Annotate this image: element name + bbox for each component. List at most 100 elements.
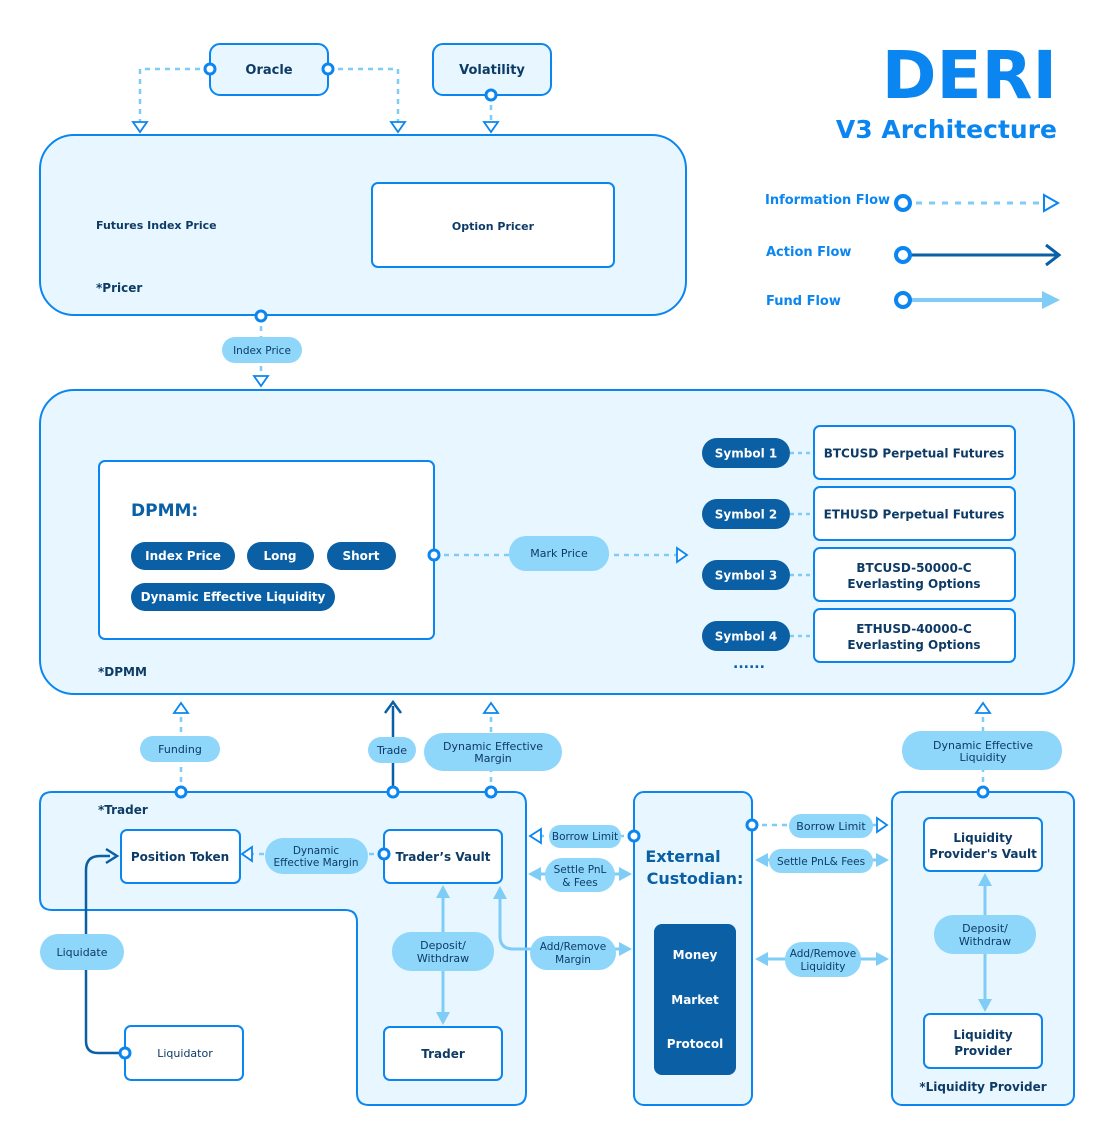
symbol-name-label: BTCUSD-50000-C <box>856 561 971 575</box>
money-market-label-2: Market <box>671 993 719 1007</box>
volatility-dot <box>484 88 498 102</box>
lp-deposit-pill <box>934 915 1036 954</box>
symbol-card <box>813 425 1016 480</box>
index-price-pill <box>222 337 302 363</box>
index-price-flow-label: Index Price <box>233 345 291 357</box>
option-pricer-label: Option Pricer <box>452 220 535 233</box>
symbol-tag-pill <box>702 438 790 468</box>
pricer-section-label: *Pricer <box>96 281 142 295</box>
trader-deposit-label-1: Deposit/ <box>420 939 466 952</box>
inner-dem-dot <box>377 847 391 861</box>
add-remove-liquidity-arrow-right <box>876 952 889 966</box>
volatility-arrowhead <box>482 121 500 134</box>
liquidate-pill <box>40 934 124 970</box>
brand-subtitle: V3 Architecture <box>836 115 1057 144</box>
inner-dem-pill <box>265 838 368 874</box>
more-symbols-ellipsis: ...... <box>733 656 765 672</box>
symbol-tag-label: Symbol 4 <box>715 630 777 644</box>
settle-right-label: Settle PnL& Fees <box>777 856 865 868</box>
futures-index-price-label: Futures Index Price <box>96 219 217 232</box>
symbol-tag-pill <box>702 560 790 590</box>
lp-deposit-arrow-down <box>978 999 992 1012</box>
settle-left-pill <box>545 858 615 892</box>
lp-deposit-arrow-up <box>978 873 992 886</box>
symbol-tag-label: Symbol 2 <box>715 508 777 522</box>
trade-flow-label: Trade <box>376 744 407 757</box>
dpmm-pill-long-label: Long <box>263 549 296 563</box>
borrow-limit-right-pill <box>789 814 873 838</box>
add-remove-margin-arrow-right <box>619 942 632 956</box>
settle-right-pill <box>769 849 873 873</box>
inner-dem-label-1: Dynamic <box>293 845 340 857</box>
symbol-name-label: Everlasting Options <box>847 638 980 652</box>
trade-arrowhead <box>383 699 403 714</box>
option-pricer-box <box>371 182 615 268</box>
add-remove-margin-label-1: Add/Remove <box>540 941 606 953</box>
lp-vault-label-2: Provider's Vault <box>929 847 1037 861</box>
dpmm-pill-index-price-label: Index Price <box>145 549 221 563</box>
funding-arrowhead <box>172 701 190 714</box>
funding-dot <box>174 785 188 799</box>
symbol-tag-label: Symbol 3 <box>715 569 777 583</box>
mark-price-arrowhead <box>676 546 689 564</box>
legend-fund-dot <box>894 291 912 309</box>
lp-section-label: *Liquidity Provider <box>919 1080 1046 1094</box>
legend-info-dot <box>894 194 912 212</box>
borrow-limit-right-arrowhead <box>876 816 889 834</box>
liquidate-dot <box>118 1046 132 1060</box>
trader-deposit-pill <box>392 932 494 971</box>
borrow-limit-left-dot <box>627 829 641 843</box>
del-arrowhead <box>974 701 992 714</box>
oracle-label: Oracle <box>245 63 292 78</box>
lp-vault-box <box>923 817 1043 872</box>
position-token-label: Position Token <box>131 850 229 864</box>
add-remove-liquidity-label-2: Liquidity <box>801 961 846 973</box>
dpmm-pill-dynamic-effective-liquidity <box>131 583 335 611</box>
add-remove-liquidity-arrow-left <box>755 952 768 966</box>
dem-flow-label-2: Margin <box>474 752 512 765</box>
symbol-name-label: ETHUSD Perpetual Futures <box>824 508 1005 522</box>
symbol-card <box>813 608 1016 663</box>
dpmm-pill-long <box>247 542 314 570</box>
funding-pill <box>140 736 220 762</box>
del-dot <box>976 785 990 799</box>
brand-title: DERI <box>882 37 1057 114</box>
mark-price-dot <box>427 548 441 562</box>
symbol-tag-pill <box>702 499 790 529</box>
del-flow-label-2: Liquidity <box>959 751 1007 764</box>
lp-deposit-label-2: Withdraw <box>959 935 1011 948</box>
dpmm-section-label: *DPMM <box>98 665 147 679</box>
pricer-container <box>39 134 687 316</box>
external-custodian-label-2: Custodian: <box>647 869 744 888</box>
symbol-name-label: Everlasting Options <box>847 577 980 591</box>
symbol-card <box>813 486 1016 541</box>
trader-box <box>383 1026 503 1081</box>
borrow-limit-right-label: Borrow Limit <box>796 820 866 833</box>
trade-pill <box>368 737 416 763</box>
settle-right-arrow-left <box>755 853 768 867</box>
legend-action-dot <box>894 246 912 264</box>
add-remove-margin-arrow-up <box>493 886 507 899</box>
liquidate-flow-label: Liquidate <box>57 946 108 959</box>
borrow-limit-left-label: Borrow Limit <box>552 831 618 843</box>
mark-price-flow-label: Mark Price <box>530 547 588 560</box>
dpmm-title-text: DPMM: <box>131 501 198 521</box>
liquidator-label: Liquidator <box>157 1047 213 1060</box>
dpmm-pill-short <box>327 542 396 570</box>
dem-flow-label-1: Dynamic Effective <box>443 740 543 753</box>
borrow-limit-right-dot <box>745 818 759 832</box>
settle-left-arrow-right <box>619 867 632 881</box>
legend-info-arrowhead <box>1043 193 1061 213</box>
lp-deposit-label-1: Deposit/ <box>962 922 1008 935</box>
money-market-label-3: Protocol <box>667 1037 723 1051</box>
money-market-label-1: Money <box>673 948 718 962</box>
lp-vault-label-1: Liquidity <box>953 831 1012 845</box>
del-flow-label-1: Dynamic Effective <box>933 739 1033 752</box>
dpmm-pill-dynamic-effective-liquidity-label: Dynamic Effective Liquidity <box>141 590 326 604</box>
add-remove-liquidity-label-1: Add/Remove <box>790 948 856 960</box>
legend-action-flow: Action Flow <box>766 245 851 260</box>
add-remove-liquidity-pill <box>785 942 861 977</box>
trader-deposit-label-2: Withdraw <box>417 952 469 965</box>
